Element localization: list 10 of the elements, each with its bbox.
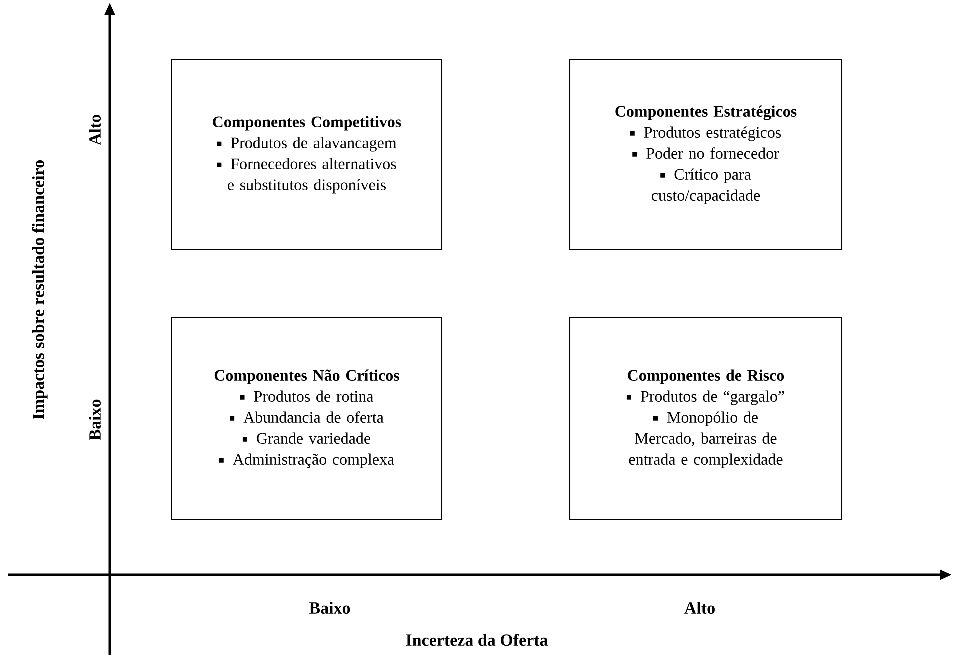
quadrant-box: Componentes Estratégicos Produtos estratégicos Poder no fornecedor Crítico para custo/capacidade bbox=[570, 60, 842, 250]
axis-level-label: Alto bbox=[89, 115, 101, 146]
axis-title: Impactos sobre resultado financeiro bbox=[32, 160, 48, 420]
quadrant-box: Componentes Competitivos Produtos de alavancagem Fornecedores alternativos e substitutos disponíveis bbox=[172, 60, 442, 250]
quadrant-box: Componentes Não Críticos Produtos de rotina Abundancia de oferta Grande variedade Administração complexa bbox=[172, 318, 442, 520]
axis-level-label: Baixo bbox=[310, 602, 350, 614]
axis-level-label: Baixo bbox=[89, 400, 101, 440]
axis-title: Incerteza da Oferta bbox=[406, 634, 548, 646]
quadrant-box: Componentes de Risco Produtos de “gargalo” Monopólio de Mercado, barreiras de entrada e complexidade bbox=[570, 318, 842, 520]
axis-level-label: Alto bbox=[684, 602, 715, 614]
